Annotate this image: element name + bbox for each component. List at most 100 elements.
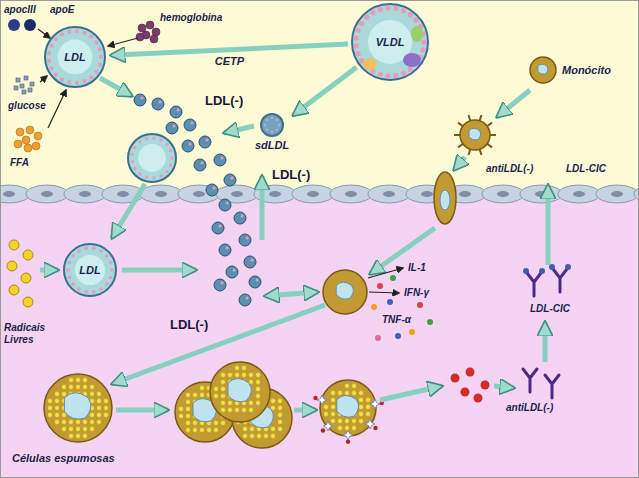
surface-dot xyxy=(105,254,109,258)
surface-dot xyxy=(378,7,383,12)
surface-dot xyxy=(233,269,236,272)
input-arrow xyxy=(368,268,403,278)
ldl-minus-particle xyxy=(194,159,206,171)
lipid-drop xyxy=(104,406,109,411)
ffa-dot xyxy=(26,126,34,134)
surface-dot xyxy=(231,177,234,180)
lipid-drop xyxy=(97,413,102,418)
lipid-drop xyxy=(345,426,350,431)
surface-dot xyxy=(393,73,398,78)
surface-dot xyxy=(364,15,369,20)
cell-node: Monócito xyxy=(528,55,611,85)
surface-dot xyxy=(169,164,172,167)
surface-dot xyxy=(66,268,70,272)
surface-dot xyxy=(401,71,406,76)
ldl-minus-particle xyxy=(170,106,182,118)
lipid-drop xyxy=(278,406,283,411)
ldl-minus-particle xyxy=(199,136,211,148)
cell-nucleus xyxy=(336,282,353,299)
lipid-drop xyxy=(62,385,67,390)
lipid-drop xyxy=(352,391,357,396)
lipid-drop xyxy=(97,406,102,411)
cell-body xyxy=(210,362,270,422)
endothelial-nucleus xyxy=(611,191,623,197)
annotation-label: apoE xyxy=(50,4,74,16)
process-arrow xyxy=(224,126,254,133)
surface-dot xyxy=(133,146,136,149)
surface-dot xyxy=(278,124,280,126)
bound-ldl xyxy=(565,264,571,270)
ldl-minus-particle xyxy=(239,234,251,246)
endothelial-cell xyxy=(596,185,638,203)
surface-dot xyxy=(98,63,102,67)
surface-dot xyxy=(75,81,79,85)
lipid-drop xyxy=(90,427,95,432)
surface-dot xyxy=(141,97,144,100)
surface-dot xyxy=(99,249,103,253)
cytokine-dot xyxy=(371,304,377,310)
surface-dot xyxy=(49,44,53,48)
lipid-drop xyxy=(221,387,226,392)
ldl-minus-particle xyxy=(249,276,261,288)
lipid-drop xyxy=(48,399,53,404)
lipid-drop xyxy=(193,421,198,426)
surface-dot xyxy=(152,136,155,139)
annotation-label: antiLDL(-) xyxy=(486,163,533,175)
lipid-drop xyxy=(69,427,74,432)
released-antigen xyxy=(461,388,470,397)
node-label: sdLDL xyxy=(255,139,289,152)
surface-dot xyxy=(131,160,134,163)
cytokine-dot xyxy=(377,283,383,289)
surface-dot xyxy=(145,137,148,140)
lipid-drop xyxy=(352,419,357,424)
lipid-drop xyxy=(214,428,219,433)
free-radical xyxy=(21,273,31,283)
glucose-dot xyxy=(28,88,32,92)
surface-dot xyxy=(213,187,216,190)
released-antigen xyxy=(481,381,490,390)
ldl-particle xyxy=(352,4,428,80)
lipid-drop xyxy=(97,420,102,425)
lipid-drop xyxy=(221,408,226,413)
lumen-ground xyxy=(0,0,639,195)
ldl-minus-particle xyxy=(206,184,218,196)
annotation-label: glucose xyxy=(8,100,46,112)
cell-nucleus xyxy=(228,379,251,402)
antibody-symbol xyxy=(523,369,537,392)
surface-dot xyxy=(84,247,88,251)
process-arrow xyxy=(40,268,58,273)
cell-body xyxy=(44,374,112,442)
surface-antigen xyxy=(370,399,380,409)
surface-dot xyxy=(84,290,88,294)
apociii-dot xyxy=(8,19,20,31)
surface-dot xyxy=(201,162,204,165)
lipid-drop xyxy=(214,387,219,392)
endothelial-cell xyxy=(482,185,524,203)
surface-dot xyxy=(354,43,359,48)
lipid-drop xyxy=(76,420,81,425)
lipid-drop xyxy=(179,407,184,412)
lipid-drop xyxy=(256,380,261,385)
lipid-drop xyxy=(62,420,67,425)
ldl-minus-particle xyxy=(184,119,196,131)
lipid-drop xyxy=(256,401,261,406)
ldl-minus-particle xyxy=(134,94,146,106)
bound-ldl xyxy=(539,268,545,274)
surface-dot xyxy=(276,119,278,121)
surface-dot xyxy=(355,28,360,33)
surface-antigen xyxy=(343,430,353,440)
lipid-drop xyxy=(278,420,283,425)
antigen-dot xyxy=(346,440,350,444)
lipid-drop xyxy=(48,413,53,418)
surface-dot xyxy=(159,101,162,104)
surface-dot xyxy=(191,122,194,125)
process-arrow xyxy=(494,386,514,388)
lipid-drop xyxy=(235,408,240,413)
apoprotein-blob xyxy=(363,58,377,70)
surface-dot xyxy=(138,172,141,175)
surface-dot xyxy=(206,139,209,142)
lipid-drop xyxy=(278,427,283,432)
surface-dot xyxy=(89,75,93,79)
lipid-drop xyxy=(366,398,371,403)
